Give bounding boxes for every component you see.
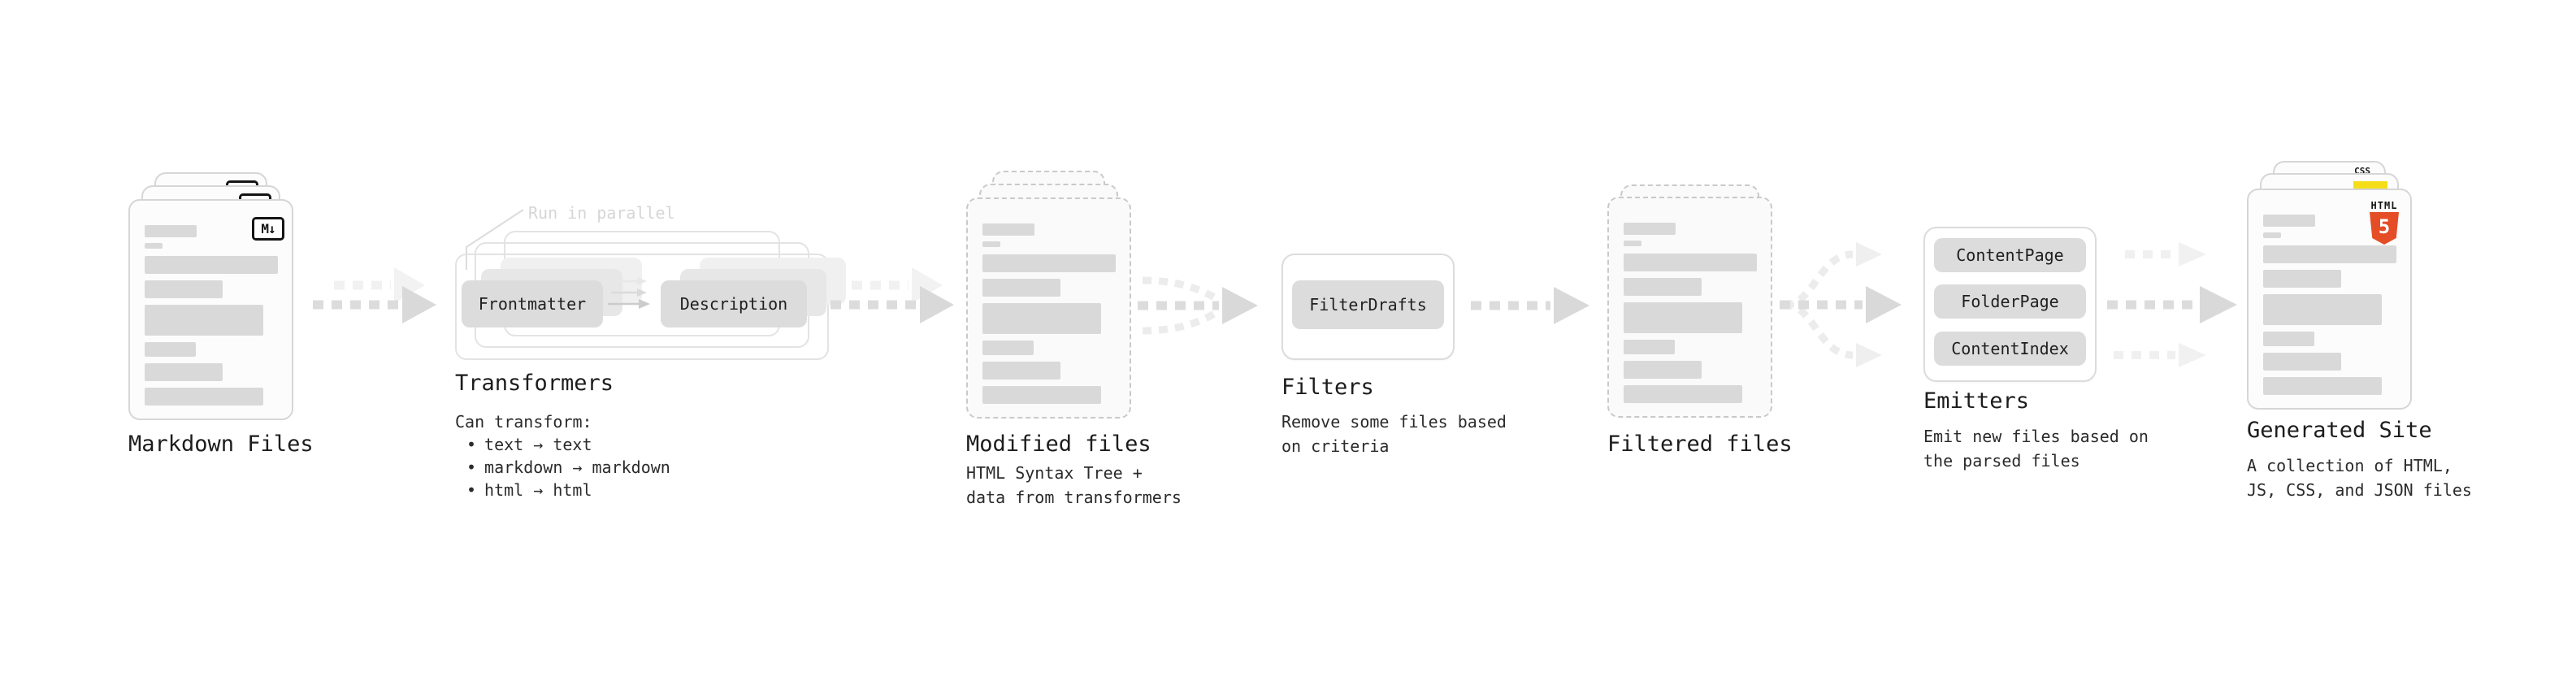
contentpage-chip: ContentPage bbox=[1934, 238, 2086, 272]
text-line-bar bbox=[1624, 223, 1676, 235]
text-line-bar bbox=[2263, 232, 2281, 238]
flow-arrow-markdown-to-transformers bbox=[313, 267, 436, 323]
text-line-bar bbox=[1624, 340, 1675, 354]
text-line-bar bbox=[1624, 361, 1702, 379]
transform-bullet: •html → html bbox=[466, 480, 592, 500]
flow-arrow-modified-to-filters bbox=[1138, 276, 1258, 335]
text-line-bar bbox=[982, 223, 1034, 236]
modified-files-label: Modified files bbox=[966, 432, 1151, 457]
flow-arrow-emitters-to-generated bbox=[2107, 242, 2237, 367]
html5-icon: HTML 5 bbox=[2366, 201, 2402, 245]
text-line-bar bbox=[145, 363, 223, 381]
transformers-label: Transformers bbox=[455, 371, 614, 396]
text-line-bar bbox=[145, 256, 278, 274]
text-line-bar bbox=[1624, 302, 1742, 333]
text-line-bar bbox=[982, 241, 1000, 247]
transformer-internal-arrows bbox=[608, 277, 650, 309]
flow-arrow-filters-to-filtered bbox=[1471, 287, 1589, 324]
text-line-bar bbox=[982, 279, 1060, 297]
text-line-bar bbox=[982, 303, 1101, 334]
can-transform-title: Can transform: bbox=[455, 412, 592, 432]
text-line-bar bbox=[1624, 254, 1757, 271]
run-in-parallel-note: Run in parallel bbox=[528, 203, 675, 223]
description-chip: Description bbox=[661, 280, 807, 327]
filters-description: Remove some files based on criteria bbox=[1281, 412, 1507, 456]
modified-file-front bbox=[966, 197, 1131, 419]
filterdrafts-chip: FilterDrafts bbox=[1292, 280, 1444, 329]
text-line-bar bbox=[2263, 294, 2382, 325]
text-line-bar bbox=[2263, 215, 2315, 227]
transform-bullet: •text → text bbox=[466, 435, 592, 454]
markdown-files-stack: M↓ M↓ M↓ bbox=[128, 172, 320, 420]
emitters-description: Emit new files based on the parsed files bbox=[1923, 427, 2149, 471]
run-in-parallel-leader-line bbox=[466, 209, 524, 270]
filtered-files-label: Filtered files bbox=[1607, 432, 1793, 457]
markdown-file-front: M↓ bbox=[128, 199, 293, 420]
flow-arrow-filtered-to-emitters bbox=[1780, 242, 1902, 367]
folderpage-chip: FolderPage bbox=[1934, 284, 2086, 319]
text-line-bar bbox=[2263, 245, 2396, 263]
text-line-bar bbox=[145, 342, 196, 357]
markdown-files-label: Markdown Files bbox=[128, 432, 314, 457]
text-line-bar bbox=[1624, 278, 1702, 296]
text-line-bar bbox=[1624, 241, 1641, 246]
markdown-icon: M↓ bbox=[252, 217, 284, 241]
filtered-files-stack bbox=[1607, 184, 1799, 420]
generated-site-stack: CSS HTML 5 bbox=[2247, 161, 2439, 413]
text-line-bar bbox=[145, 225, 197, 237]
text-line-bar bbox=[145, 280, 223, 298]
flow-arrow-transformers-to-modified bbox=[830, 267, 954, 323]
text-line-bar bbox=[145, 388, 263, 406]
text-line-bar bbox=[2263, 332, 2314, 346]
text-line-bar bbox=[145, 243, 163, 249]
filtered-file-front bbox=[1607, 197, 1772, 418]
text-line-bar bbox=[2263, 270, 2341, 288]
transformers-description: Can transform: •text → text •markdown → … bbox=[455, 410, 670, 501]
text-line-bar bbox=[982, 386, 1101, 404]
text-line-bar bbox=[982, 362, 1060, 380]
filters-label: Filters bbox=[1281, 375, 1374, 400]
generated-site-description: A collection of HTML, JS, CSS, and JSON … bbox=[2247, 456, 2472, 500]
contentindex-chip: ContentIndex bbox=[1934, 332, 2086, 366]
text-line-bar bbox=[145, 305, 263, 336]
generated-site-label: Generated Site bbox=[2247, 418, 2432, 443]
text-line-bar bbox=[982, 254, 1116, 272]
modified-files-stack bbox=[966, 171, 1158, 419]
modified-files-description: HTML Syntax Tree + data from transformer… bbox=[966, 463, 1182, 507]
html-file: HTML 5 bbox=[2247, 189, 2412, 410]
text-line-bar bbox=[982, 340, 1034, 355]
frontmatter-chip: Frontmatter bbox=[462, 280, 603, 327]
text-line-bar bbox=[2263, 377, 2382, 395]
text-line-bar bbox=[2263, 353, 2341, 371]
transformer-panel-front bbox=[455, 254, 829, 360]
text-line-bar bbox=[1624, 385, 1742, 403]
emitters-label: Emitters bbox=[1923, 388, 2030, 414]
transform-bullet: •markdown → markdown bbox=[466, 458, 670, 477]
